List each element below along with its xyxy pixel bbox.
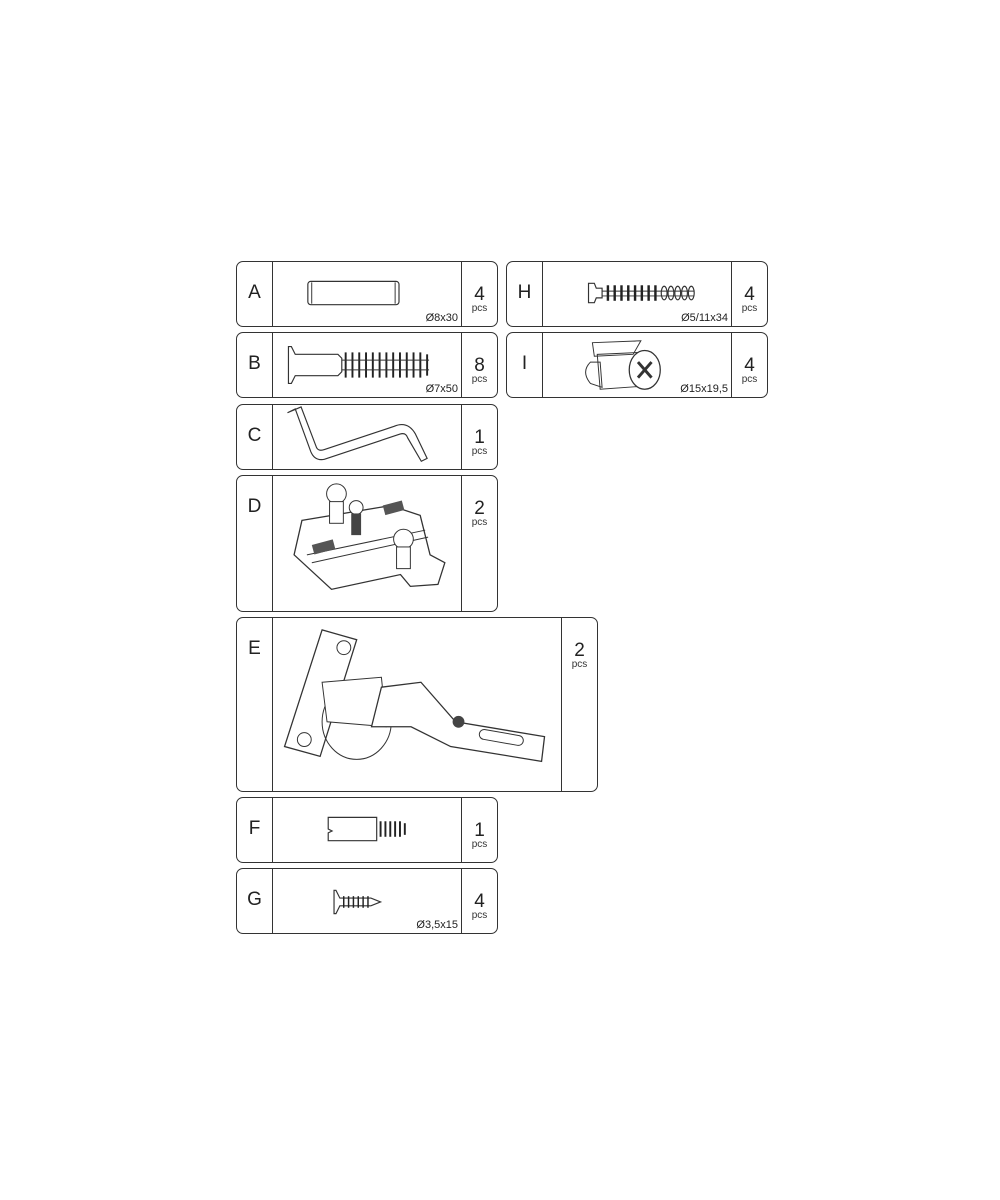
cam-lock-icon xyxy=(542,333,732,397)
part-label: G xyxy=(237,869,273,933)
part-letter: A xyxy=(248,282,261,303)
dowel-icon xyxy=(272,262,462,326)
part-label: F xyxy=(237,798,273,862)
part-label: C xyxy=(237,405,273,469)
part-letter: H xyxy=(517,282,532,303)
cam-bolt-icon xyxy=(542,262,732,326)
part-label: I xyxy=(507,333,543,397)
part-label: D xyxy=(237,476,273,611)
part-label: B xyxy=(237,333,273,397)
part-letter: E xyxy=(248,638,261,659)
part-label: H xyxy=(507,262,543,326)
part-letter: I xyxy=(521,353,528,374)
threaded-bolt-icon xyxy=(272,798,462,862)
part-letter: F xyxy=(248,818,261,839)
hinge-mounting-plate-icon xyxy=(272,476,462,611)
part-letter: D xyxy=(247,496,262,517)
dimension: Ø15x19,5 xyxy=(680,383,728,395)
dimension: Ø8x30 xyxy=(425,312,458,324)
part-letter: G xyxy=(247,889,262,910)
part-letter: B xyxy=(248,353,261,374)
dimension: Ø5/11x34 xyxy=(681,312,728,324)
part-label: E xyxy=(237,618,273,791)
part-letter: C xyxy=(247,425,262,446)
dimension: Ø3,5x15 xyxy=(416,919,458,931)
dimension: Ø7x50 xyxy=(425,383,458,395)
hex-key-icon xyxy=(272,405,462,469)
wood-screw-icon xyxy=(272,869,462,933)
concealed-hinge-icon xyxy=(272,618,562,791)
part-label: A xyxy=(237,262,273,326)
confirmat-screw-icon xyxy=(272,333,462,397)
